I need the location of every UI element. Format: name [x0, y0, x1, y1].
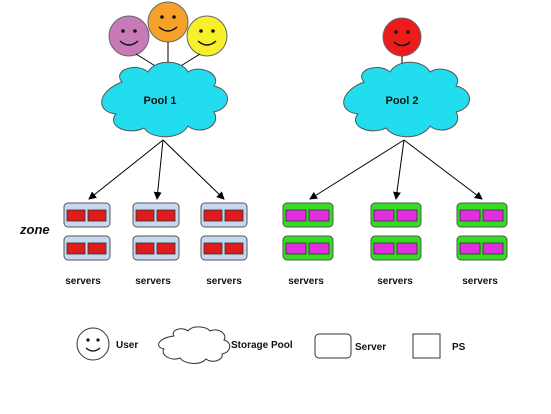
server-group-1: servers — [63, 202, 111, 287]
legend: User Storage Pool Server PS — [76, 326, 466, 364]
storage-pool-cloud-1: Pool 1 — [101, 61, 228, 138]
pool-2-arrows — [309, 139, 483, 200]
pool-1-arrows — [88, 139, 225, 200]
server-label: servers — [206, 276, 242, 287]
server-group-2: servers — [132, 202, 180, 287]
server-group-5: servers — [370, 202, 422, 287]
legend-user-label: User — [116, 340, 138, 351]
storage-pool-cloud-2: Pool 2 — [343, 61, 470, 138]
pool-1-label: Pool 1 — [143, 95, 176, 107]
legend-storage-pool-label: Storage Pool — [231, 340, 293, 351]
server-label: servers — [288, 276, 324, 287]
user-icon-3 — [186, 15, 228, 57]
server-label: servers — [135, 276, 171, 287]
pool-2-label: Pool 2 — [385, 95, 418, 107]
zone-label: zone — [19, 222, 50, 237]
server-group-3: servers — [200, 202, 248, 287]
legend-user-icon — [76, 327, 110, 361]
legend-ps-icon — [412, 333, 441, 359]
user-icon-2 — [147, 1, 189, 43]
legend-ps-label: PS — [452, 342, 466, 353]
server-label: servers — [462, 276, 498, 287]
server-label: servers — [65, 276, 101, 287]
legend-cloud-icon — [158, 326, 231, 364]
pool-1-users — [108, 1, 228, 73]
legend-server-icon — [314, 333, 352, 359]
user-icon-4 — [382, 17, 422, 57]
server-group-6: servers — [456, 202, 508, 287]
server-label: servers — [377, 276, 413, 287]
legend-server-label: Server — [355, 342, 386, 353]
server-group-4: servers — [282, 202, 334, 287]
user-icon-1 — [108, 15, 150, 57]
